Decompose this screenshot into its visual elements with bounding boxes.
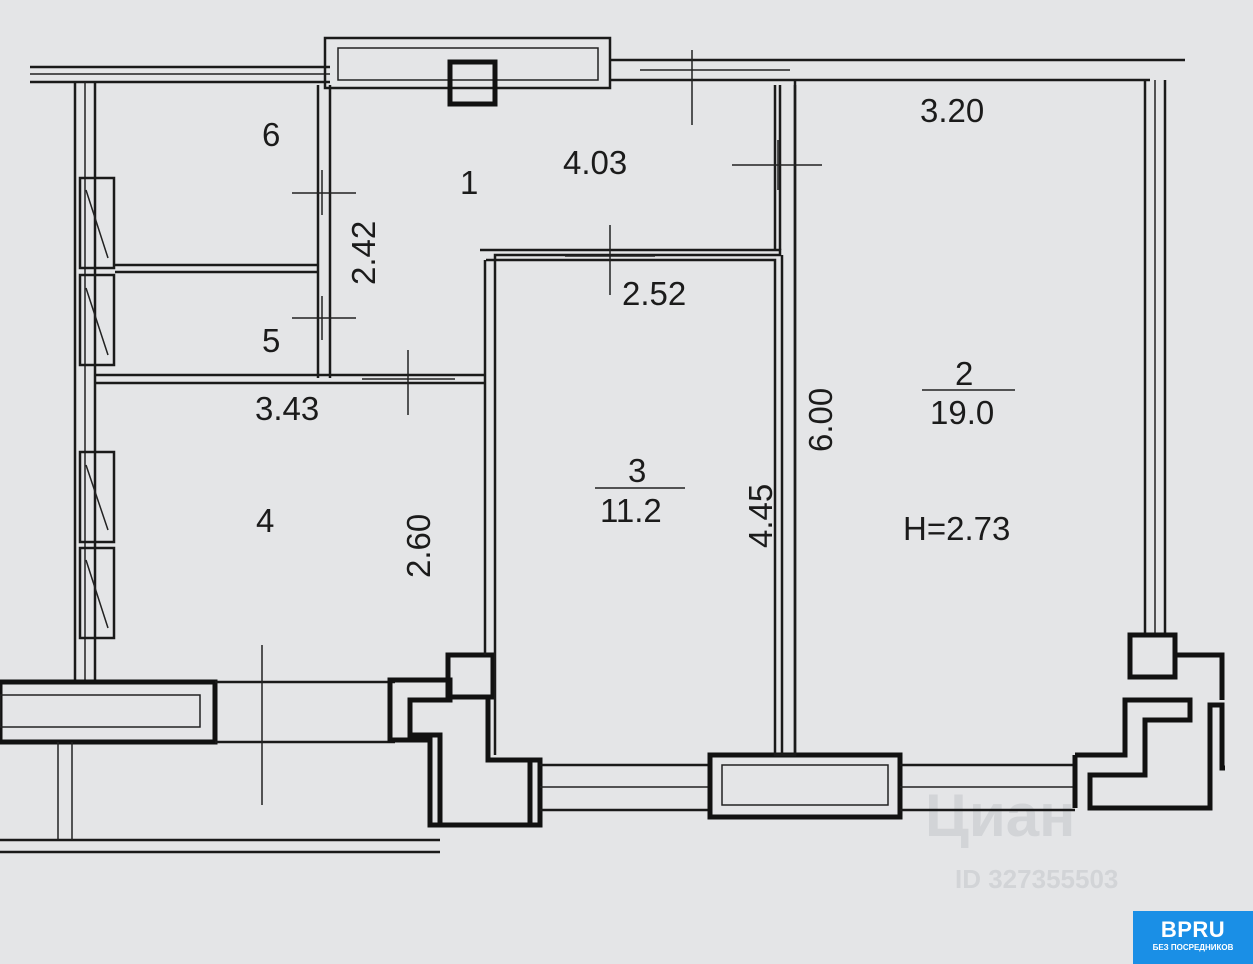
room-labels: 6 1 4.03 3.20 2.42 2.52 5 2 19.0 6.00 3.…: [255, 92, 1015, 578]
logo-name: BPRU: [1160, 917, 1226, 942]
room-1-dimension: 4.03: [563, 144, 627, 181]
room-3-dimension-b: 4.45: [742, 484, 779, 548]
room-2-number: 2: [955, 355, 973, 392]
room-2-dimension-b: 6.00: [802, 388, 839, 452]
room-1-number: 1: [460, 164, 478, 201]
room-3-number: 3: [628, 452, 646, 489]
door-marks: [261, 50, 822, 805]
room-6-dimension: 2.42: [345, 221, 382, 285]
room-2-height: H=2.73: [903, 510, 1010, 547]
logo-tagline: БЕЗ ПОСРЕДНИКОВ: [1152, 943, 1234, 952]
bpru-logo: BPRU БЕЗ ПОСРЕДНИКОВ: [1133, 911, 1253, 964]
room-4-dimension-b: 2.60: [400, 514, 437, 578]
room-2-area: 19.0: [930, 394, 994, 431]
watermark-id: ID 327355503: [955, 864, 1118, 894]
interior-walls: [95, 80, 797, 757]
room-2-dimension-a: 3.20: [920, 92, 984, 129]
room-4-dimension-a: 3.43: [255, 390, 319, 427]
room-4-number: 4: [256, 502, 274, 539]
room-6-number: 6: [262, 116, 280, 153]
room-5-number: 5: [262, 322, 280, 359]
watermark-brand: Циан: [925, 782, 1075, 849]
room-3-area: 11.2: [600, 492, 662, 529]
room-3-dimension-a: 2.52: [622, 275, 686, 312]
watermark: Циан ID 327355503: [925, 782, 1118, 894]
